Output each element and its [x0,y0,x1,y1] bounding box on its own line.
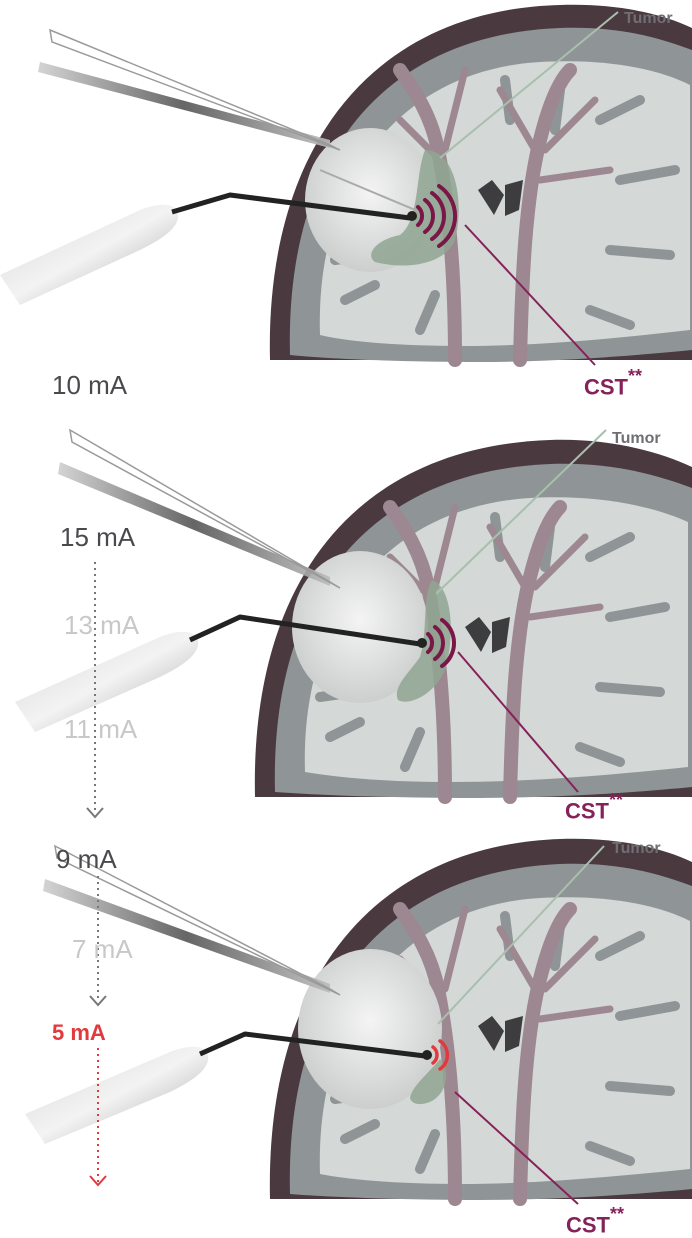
step-current-2: 11 mA [64,714,137,745]
start-current: 15 mA [60,522,135,553]
stimulator-handle [0,205,178,305]
tumor-label: Tumor [612,430,661,448]
step-current-1: 7 mA [72,934,133,965]
current-value: 10 mA [52,370,127,401]
panel-1: Tumor CST** 10 mA [0,0,692,412]
tumor-label: Tumor [624,10,673,28]
panel-3: Tumor CST** 9 mA 7 mA 5 mA [0,824,692,1236]
tumor-label: Tumor [612,840,661,858]
panel-2: Tumor CST** 15 mA 13 mA 11 mA [0,412,692,824]
brain-diagram-1 [0,0,692,412]
cst-label: CST** [584,370,642,400]
stimulator-handle [25,1047,208,1144]
cst-label: CST** [566,1208,624,1238]
step-current-1: 13 mA [64,610,139,641]
start-current: 9 mA [56,844,117,875]
final-current: 5 mA [52,1020,106,1046]
cst-label: CST** [565,794,623,824]
